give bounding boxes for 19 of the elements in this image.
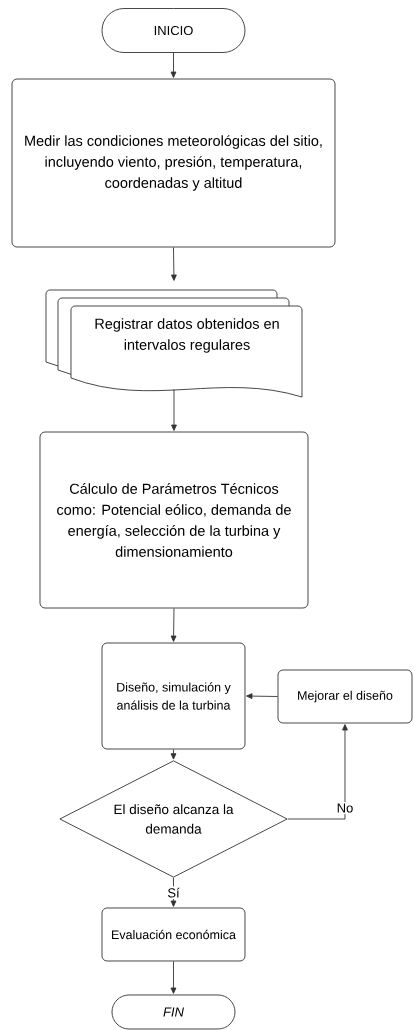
edge-label: No <box>335 801 355 815</box>
arrow <box>170 749 177 760</box>
process-box: Mejorar el diseño <box>277 669 413 724</box>
process-box: Evaluación económica <box>101 907 246 962</box>
start-terminator: INICIO <box>101 8 246 53</box>
arrow <box>170 608 177 642</box>
process-box: Cálculo de Parámetros Técnicos como: Potencial eólico, demanda de energía, selección de la turbina y dimensionamiento <box>39 431 309 609</box>
arrow <box>170 52 177 78</box>
arrow <box>170 877 177 907</box>
arrow <box>246 693 278 699</box>
arrow <box>171 247 177 281</box>
end-terminator: FIN <box>111 994 236 1030</box>
process-box: Diseño, simulación y análisis de la turbina <box>101 642 246 750</box>
arrow <box>171 389 177 431</box>
arrow <box>170 961 177 994</box>
edge-label: Sí <box>165 886 182 899</box>
arrow <box>287 724 348 820</box>
process-box: Medir las condiciones meteorológicas del sitio, incluyendo viento, presión, temperatura, coordenadas y altitud <box>11 78 336 248</box>
document-stack: Registrar datos obtenidos en intervalos regulares <box>45 289 303 398</box>
